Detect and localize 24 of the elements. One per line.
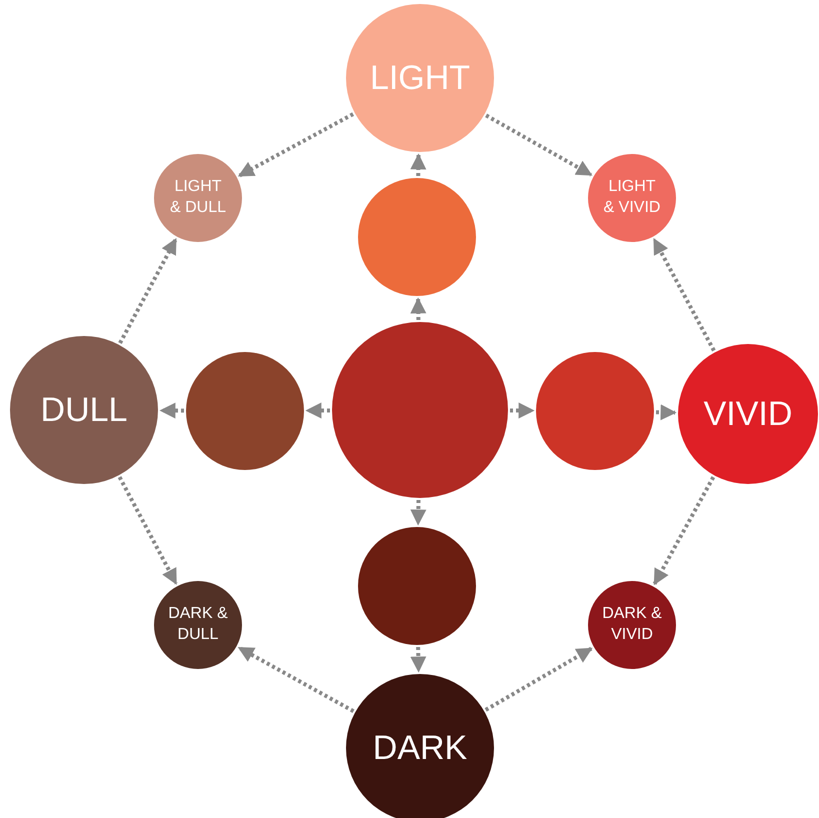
color-label: LIGHT & DULL — [168, 177, 228, 218]
dotted-arrow — [305, 402, 330, 419]
color-label: DARK & VIVID — [602, 604, 662, 645]
dotted-arrow — [410, 500, 426, 526]
color-label: LIGHT & VIVID — [602, 177, 662, 218]
dotted-arrow — [656, 404, 677, 420]
dotted-arrow — [410, 646, 426, 673]
dotted-arrow — [238, 112, 354, 178]
color-label: DULL — [40, 390, 128, 431]
dotted-arrow — [510, 402, 535, 419]
dotted-arrow — [484, 646, 593, 712]
color-label: DARK — [372, 728, 468, 769]
dotted-arrow — [652, 238, 716, 352]
dotted-arrow — [118, 476, 178, 585]
color-label: LIGHT — [368, 58, 472, 99]
color-label: VIVID — [702, 394, 794, 435]
dotted-arrow — [652, 476, 716, 586]
dotted-arrow — [410, 297, 426, 320]
dotted-arrow — [118, 238, 178, 344]
dotted-arrow — [159, 402, 184, 419]
dotted-arrow — [410, 153, 426, 176]
color-label: DARK & DULL — [168, 604, 228, 645]
dotted-arrow — [238, 646, 354, 713]
dotted-arrow — [485, 114, 592, 177]
